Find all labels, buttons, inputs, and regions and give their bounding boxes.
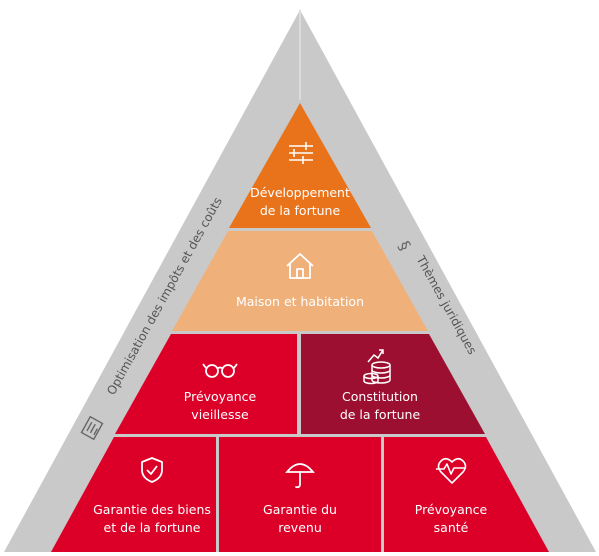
tier-top-line1: Développement — [250, 185, 350, 200]
tier-asset-protection — [51, 437, 216, 552]
tier-wealth-building — [301, 334, 485, 434]
tier-income-protection — [219, 437, 381, 552]
tier-home-living — [172, 231, 428, 331]
tier-retirement-line1: Prévoyance — [184, 389, 257, 404]
umbrella-icon — [285, 463, 315, 489]
house-icon — [286, 253, 314, 279]
tier-retirement-line2: vieillesse — [191, 407, 249, 422]
sliders-icon — [289, 142, 313, 164]
tier-retirement — [115, 334, 297, 434]
glasses-icon — [202, 363, 238, 378]
tier-health-line1: Prévoyance — [415, 502, 488, 517]
tier-second-label: Maison et habitation — [236, 294, 364, 309]
tier-top-line2: de la fortune — [260, 203, 341, 218]
tier-wealth-line1: Constitution — [342, 389, 418, 404]
tier-income-line2: revenu — [278, 520, 322, 535]
tier-top-development — [229, 103, 371, 228]
tier-wealth-line2: de la fortune — [340, 407, 421, 422]
tier-income-line1: Garantie du — [263, 502, 337, 517]
tier-asset-line2: et de la fortune — [104, 520, 201, 535]
receipt-icon — [80, 415, 104, 441]
shield-icon — [141, 457, 163, 483]
tier-health-line2: santé — [434, 520, 469, 535]
tier-health — [384, 437, 549, 552]
heart-pulse-icon — [436, 457, 467, 484]
coins-icon — [363, 349, 391, 385]
tier-asset-line1: Garantie des biens — [93, 502, 211, 517]
